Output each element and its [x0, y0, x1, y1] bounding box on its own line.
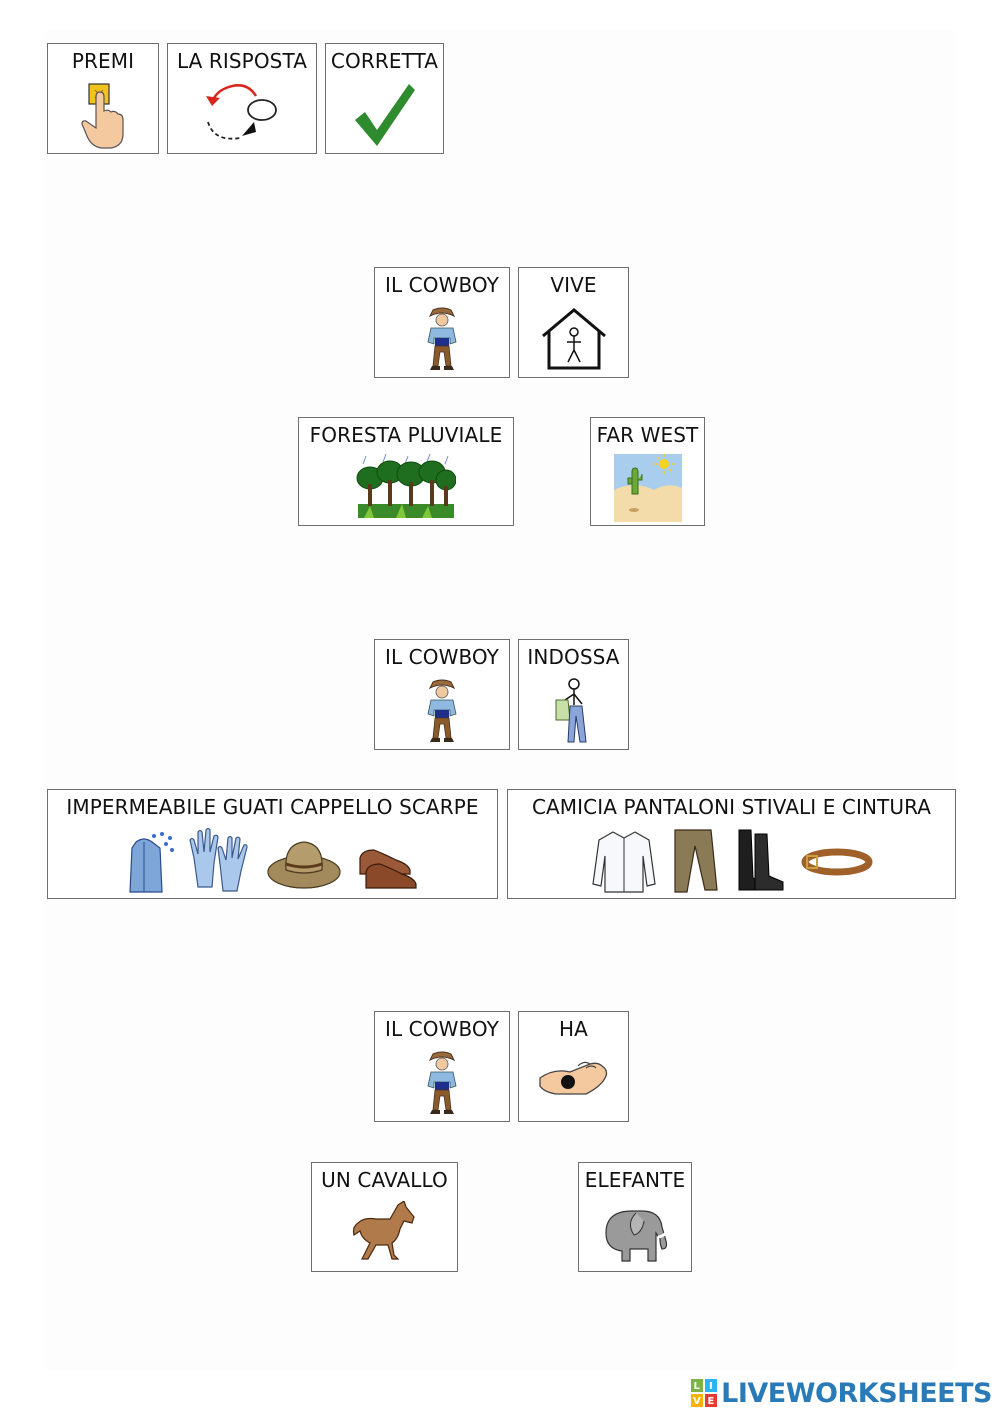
- house-person-icon: [541, 308, 606, 370]
- instruction-card-la-risposta: LA RISPOSTA: [167, 43, 317, 154]
- verb-label: INDOSSA: [527, 645, 620, 669]
- cowboy-hat-icon: [266, 841, 341, 889]
- verb-card-ha: HA: [518, 1011, 629, 1122]
- subject-card-cowboy: IL COWBOY: [374, 639, 510, 750]
- answer-option-un-cavallo[interactable]: UN CAVALLO: [311, 1162, 458, 1272]
- answer-label: FAR WEST: [596, 423, 699, 447]
- clothing-picture-row: [48, 828, 497, 894]
- press-button-icon: [81, 83, 124, 149]
- subject-label: IL COWBOY: [384, 1017, 499, 1041]
- liveworksheets-logo: L I V E LIVEWORKSHEETS: [691, 1376, 992, 1410]
- instruction-label: LA RISPOSTA: [176, 49, 308, 73]
- cowboy-icon: [427, 1051, 457, 1114]
- raincoat-icon: [128, 832, 174, 893]
- brand-name: LIVEWORKSHEETS: [721, 1377, 992, 1409]
- answer-option-far-west[interactable]: FAR WEST: [590, 417, 705, 526]
- answer-option-camicia[interactable]: CAMICIA PANTALONI STIVALI E CINTURA: [507, 789, 956, 899]
- verb-card-vive: VIVE: [518, 267, 629, 378]
- belt-icon: [801, 848, 872, 876]
- subject-label: IL COWBOY: [384, 273, 499, 297]
- answer-option-impermeabile[interactable]: IMPERMEABILE GUATI CAPPELLO SCARPE: [47, 789, 498, 899]
- trousers-icon: [673, 829, 718, 893]
- checkmark-icon: [354, 84, 415, 146]
- shoes-icon: [358, 849, 417, 889]
- answer-label: ELEFANTE: [584, 1168, 686, 1192]
- instruction-label: PREMI: [71, 49, 135, 73]
- logo-letter: V: [693, 1396, 701, 1407]
- boots-icon: [738, 829, 783, 891]
- cowboy-icon: [427, 307, 457, 370]
- answer-option-elefante[interactable]: ELEFANTE: [578, 1162, 692, 1272]
- subject-card-cowboy: IL COWBOY: [374, 1011, 510, 1122]
- answer-label: UN CAVALLO: [321, 1168, 448, 1192]
- instruction-card-premi: PREMI: [47, 43, 159, 154]
- horse-icon: [352, 1201, 415, 1260]
- rainforest-icon: [356, 454, 456, 518]
- desert-icon: [613, 454, 682, 522]
- logo-letter: L: [694, 1381, 701, 1392]
- verb-label: HA: [559, 1017, 588, 1041]
- instruction-card-corretta: CORRETTA: [325, 43, 444, 154]
- subject-label: IL COWBOY: [384, 645, 499, 669]
- answer-option-foresta-pluviale[interactable]: FORESTA PLUVIALE: [298, 417, 514, 526]
- answer-label: FORESTA PLUVIALE: [309, 423, 503, 447]
- verb-label: VIVE: [550, 273, 597, 297]
- choose-answer-icon: [206, 84, 277, 140]
- dressing-person-icon: [555, 678, 587, 743]
- logo-letter: E: [708, 1396, 715, 1407]
- instruction-label: CORRETTA: [330, 49, 439, 73]
- gloves-icon: [188, 828, 248, 892]
- logo-letter: I: [709, 1381, 713, 1392]
- answer-label: IMPERMEABILE GUATI CAPPELLO SCARPE: [66, 795, 479, 819]
- liveworksheets-logo-icon: L I V E: [691, 1379, 718, 1407]
- subject-card-cowboy: IL COWBOY: [374, 267, 510, 378]
- cowboy-icon: [427, 679, 457, 742]
- shirt-icon: [591, 831, 656, 893]
- answer-label: CAMICIA PANTALONI STIVALI E CINTURA: [531, 795, 932, 819]
- hand-holding-icon: [538, 1061, 607, 1095]
- elephant-icon: [605, 1210, 668, 1262]
- verb-card-indossa: INDOSSA: [518, 639, 629, 750]
- clothing-picture-row: [508, 828, 955, 894]
